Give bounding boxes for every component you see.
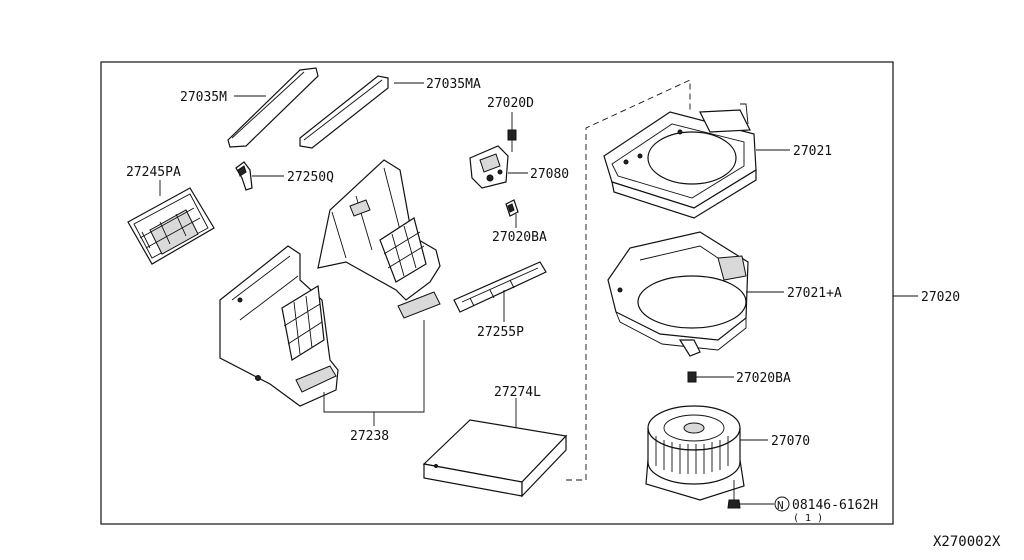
resistor-27080 xyxy=(469,145,509,189)
label-bolt-qty: ( 1 ) xyxy=(793,513,823,524)
bolt-circle-marker xyxy=(774,496,790,512)
label-27080: 27080 xyxy=(530,167,569,182)
diagram-id: X270002X xyxy=(933,534,1001,550)
assembly-dashed-line xyxy=(566,79,691,481)
diagram-frame xyxy=(100,61,894,525)
clip-27020BA-top xyxy=(505,199,519,217)
seal-strip-27035M xyxy=(227,67,319,148)
screw-27020D xyxy=(507,129,517,152)
label-27255P: 27255P xyxy=(477,325,524,340)
seal-strip-27035MA xyxy=(299,75,389,149)
clip-27020BA-bottom xyxy=(687,371,697,383)
label-27021: 27021 xyxy=(793,144,832,159)
bolt-08146-6162H xyxy=(727,480,741,509)
clip-27250Q xyxy=(235,161,253,191)
filter-cover-27255P xyxy=(453,261,547,313)
label-27070: 27070 xyxy=(771,434,810,449)
label-27274L: 27274L xyxy=(494,385,541,400)
label-27020: 27020 xyxy=(921,290,960,305)
label-27245PA: 27245PA xyxy=(126,165,181,180)
blower-case-lower-27021A xyxy=(607,231,749,357)
blower-case-upper-27021 xyxy=(603,103,757,219)
label-27020D: 27020D xyxy=(487,96,534,111)
cabin-filter-27274L xyxy=(422,419,568,498)
label-27020BA-top: 27020BA xyxy=(492,230,547,245)
label-27021A: 27021+A xyxy=(787,286,842,301)
label-bolt: 08146-6162H xyxy=(792,498,878,513)
bracket-27238 xyxy=(323,320,425,413)
label-27020BA-bottom: 27020BA xyxy=(736,371,791,386)
label-27035M: 27035M xyxy=(180,90,227,105)
case-housing-right xyxy=(317,159,441,319)
label-27035MA: 27035MA xyxy=(426,77,481,92)
blower-motor-27070 xyxy=(645,405,745,501)
filter-frame-27245PA xyxy=(127,187,215,265)
case-housing-left xyxy=(219,245,339,407)
label-27238: 27238 xyxy=(350,429,389,444)
label-bolt-mark: N xyxy=(777,499,784,512)
label-27250Q: 27250Q xyxy=(287,170,334,185)
